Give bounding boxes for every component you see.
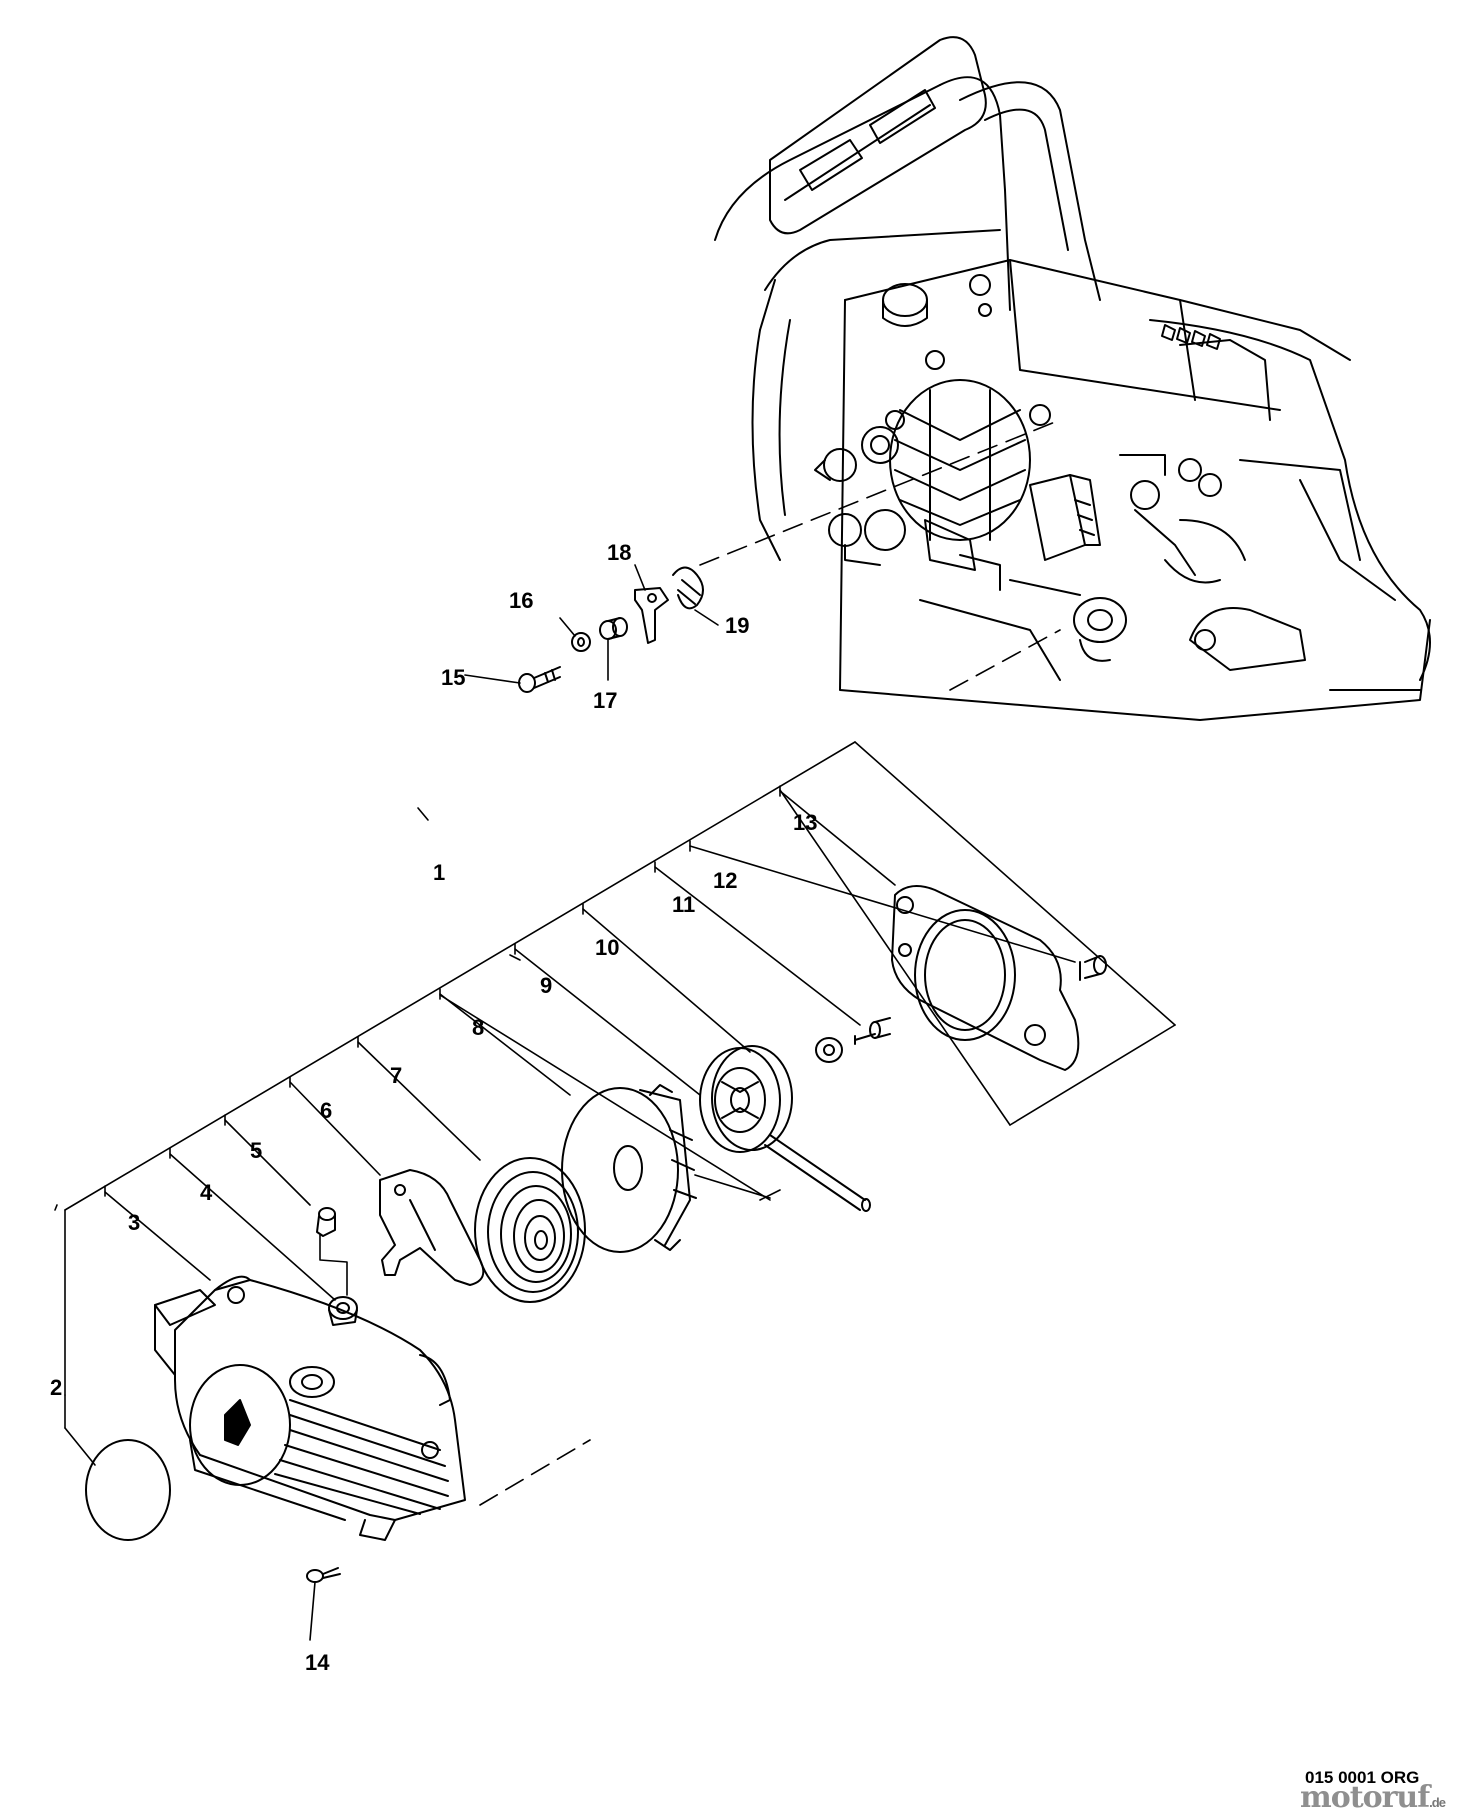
callout-10: 10	[595, 935, 619, 960]
part-mount-spring	[672, 566, 704, 610]
part-starter-plate	[891, 885, 1080, 1071]
part-o-ring	[85, 1439, 171, 1541]
part-mount-washer	[571, 632, 591, 652]
watermark-logo: motoruf.de	[1300, 1780, 1446, 1815]
part-spring-housing	[561, 1084, 697, 1253]
watermark-name: motoruf	[1300, 1780, 1430, 1815]
part-mount-bracket	[634, 587, 669, 644]
part-mount-bolt	[518, 666, 561, 693]
part-pulley-screw	[854, 1017, 891, 1045]
part-mount-bushing	[599, 617, 628, 640]
part-washer	[815, 1037, 843, 1063]
callout-18: 18	[607, 540, 631, 565]
part-rope-pulley	[699, 1045, 871, 1212]
callout-9: 9	[540, 973, 552, 998]
callout-3: 3	[128, 1210, 140, 1235]
part-starter-handle	[379, 1169, 485, 1286]
callout-2: 2	[50, 1375, 62, 1400]
callout-8: 8	[472, 1015, 484, 1040]
part-grommet	[328, 1296, 358, 1326]
callout-7: 7	[390, 1063, 402, 1088]
chainsaw-body	[714, 36, 1431, 721]
callout-15: 15	[441, 665, 465, 690]
callout-4: 4	[200, 1180, 213, 1205]
callout-19: 19	[725, 613, 749, 638]
part-starter-cover	[154, 1275, 466, 1541]
callout-13: 13	[793, 810, 817, 835]
label-leaders	[64, 564, 719, 1641]
callout-11: 11	[672, 892, 695, 917]
drawing-code: 015 0001 ORG	[1305, 1768, 1420, 1787]
callout-1: 1	[433, 860, 445, 885]
part-small-screw	[316, 1207, 336, 1237]
callout-labels: 1 2 3 4 5 6 7 8 9 10 11 12 13 14 15 16 1…	[50, 540, 817, 1675]
callout-6: 6	[320, 1098, 332, 1123]
callout-14: 14	[305, 1650, 330, 1675]
callout-5: 5	[250, 1138, 262, 1163]
dashed-alignment-lines	[479, 419, 1061, 1506]
callout-17: 17	[593, 688, 617, 713]
part-rewind-spring	[474, 1157, 586, 1303]
callout-12: 12	[713, 868, 737, 893]
grouping-bracket	[54, 741, 1176, 1466]
callout-16: 16	[509, 588, 533, 613]
part-cover-screw	[306, 1567, 341, 1583]
watermark-tld: .de	[1429, 1795, 1446, 1810]
